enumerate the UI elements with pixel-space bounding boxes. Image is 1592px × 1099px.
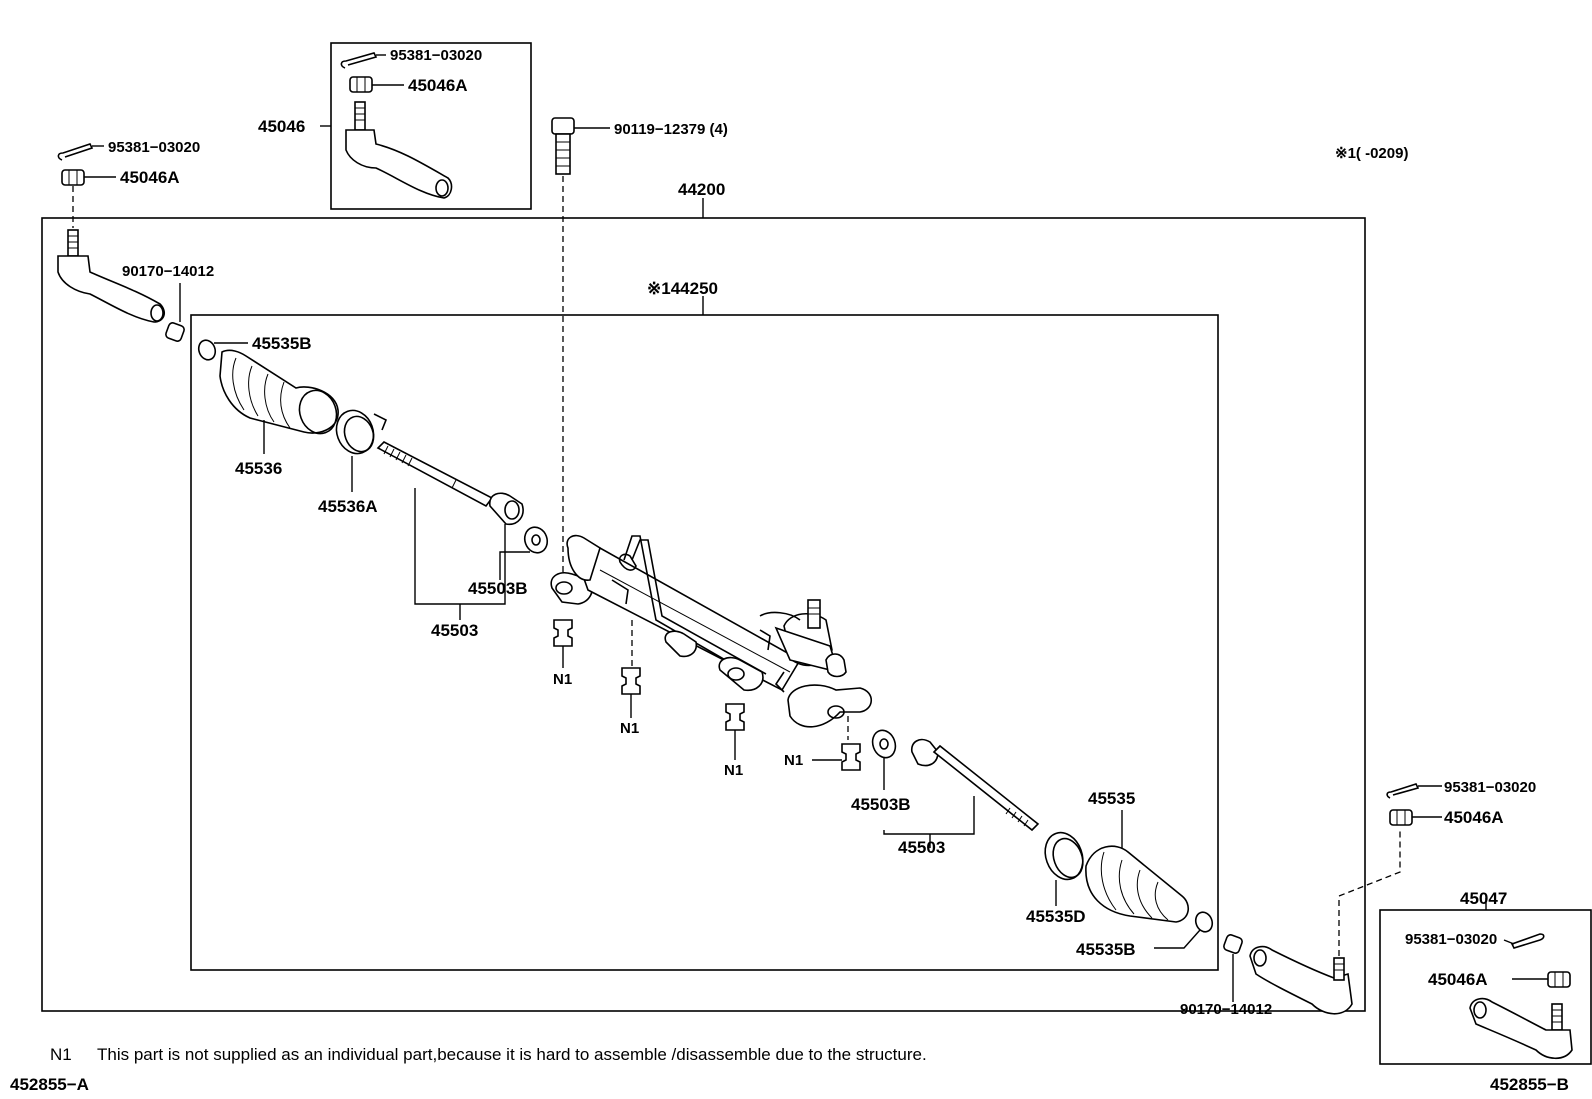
label-90119: 90119−12379 (4) <box>614 121 728 138</box>
inset-45047-parts <box>1469 898 1573 1060</box>
label-n1-b: N1 <box>620 720 639 737</box>
rack-housing <box>550 534 873 740</box>
label-45535: 45535 <box>1088 789 1135 808</box>
label-45535B-bottom: 45535B <box>1076 940 1136 959</box>
figure-id-right: 452855−B <box>1490 1075 1569 1094</box>
label-45535D: 45535D <box>1026 907 1086 926</box>
label-45535B-top: 45535B <box>252 334 312 353</box>
label-45503B-right: 45503B <box>851 795 911 814</box>
right-boot-parts <box>1044 810 1214 949</box>
inset-45046-parts <box>320 52 453 199</box>
label-45536: 45536 <box>235 459 282 478</box>
label-45046A-right: 45046A <box>1444 808 1504 827</box>
left-boot-parts <box>197 339 388 492</box>
label-45503-left: 45503 <box>431 621 478 640</box>
footnote-code: N1 <box>50 1045 72 1064</box>
label-44200: 44200 <box>678 180 725 199</box>
right-tie-rod-parts <box>871 729 1040 848</box>
label-n1-c: N1 <box>724 762 743 779</box>
subassembly-box-44250 <box>190 314 1219 971</box>
label-45046A-top: 45046A <box>408 76 468 95</box>
label-n1-a: N1 <box>553 671 572 688</box>
label-95381-left: 95381−03020 <box>108 139 200 156</box>
bolt-90119 <box>551 117 610 580</box>
label-note-1: ※1( -0209) <box>1335 145 1408 162</box>
label-95381-top: 95381−03020 <box>390 47 482 64</box>
label-45503B-left: 45503B <box>468 579 528 598</box>
label-90170-right: 90170−14012 <box>1180 1001 1272 1018</box>
label-90170-left: 90170−14012 <box>122 263 214 280</box>
n1-grommets <box>553 619 861 771</box>
right-tie-rod-end-parts <box>1223 783 1442 1015</box>
footnote-text: This part is not supplied as an individu… <box>97 1045 927 1064</box>
figure-id-left: 452855−A <box>10 1075 89 1094</box>
label-n1-d: N1 <box>784 752 803 769</box>
label-95381-inset: 95381−03020 <box>1405 931 1497 948</box>
left-tie-rod-parts <box>376 441 549 620</box>
label-45046A-inset: 45046A <box>1428 970 1488 989</box>
label-45503-right: 45503 <box>898 838 945 857</box>
left-tie-rod-end-parts <box>57 143 185 342</box>
label-95381-right: 95381−03020 <box>1444 779 1536 796</box>
label-45536A: 45536A <box>318 497 378 516</box>
label-45046A-left: 45046A <box>120 168 180 187</box>
label-45046: 45046 <box>258 117 305 136</box>
label-45047: 45047 <box>1460 889 1507 908</box>
label-44250: ※144250 <box>647 279 718 298</box>
